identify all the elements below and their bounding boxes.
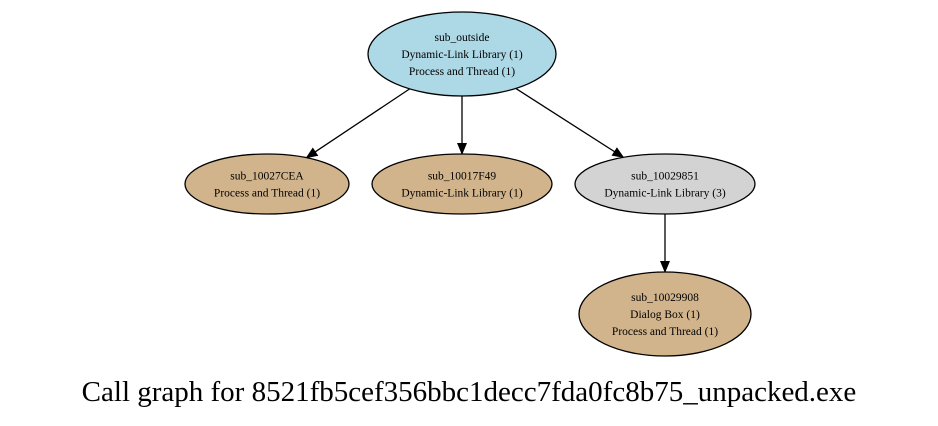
edge-sub_outside-to-sub_10027CEA (305, 88, 411, 159)
node-shape (578, 271, 752, 357)
node-shape (367, 11, 557, 97)
node-detail: Process and Thread (1) (214, 188, 320, 200)
node-shape (371, 153, 553, 215)
node-label: sub_10017F49 (428, 171, 497, 183)
node-sub_10027CEA[interactable]: sub_10027CEA Process and Thread (1) (184, 153, 350, 215)
node-label: sub_outside (435, 32, 490, 44)
node-detail: Dialog Box (1) (630, 309, 700, 321)
node-label: sub_10027CEA (230, 171, 304, 183)
node-detail: Process and Thread (1) (612, 326, 718, 338)
edge-sub_outside-to-sub_10029851 (515, 87, 625, 158)
node-detail: Dynamic-Link Library (1) (401, 188, 523, 200)
node-shape (184, 153, 350, 215)
node-detail: Dynamic-Link Library (3) (604, 188, 726, 200)
graph-title: Call graph for 8521fb5cef356bbc1decc7fda… (82, 376, 857, 408)
node-detail: Process and Thread (1) (409, 66, 515, 78)
edges (305, 87, 670, 273)
node-label: sub_10029908 (631, 292, 699, 304)
node-detail: Dynamic-Link Library (1) (401, 49, 523, 61)
node-shape (574, 153, 756, 215)
node-label: sub_10029851 (631, 171, 699, 183)
